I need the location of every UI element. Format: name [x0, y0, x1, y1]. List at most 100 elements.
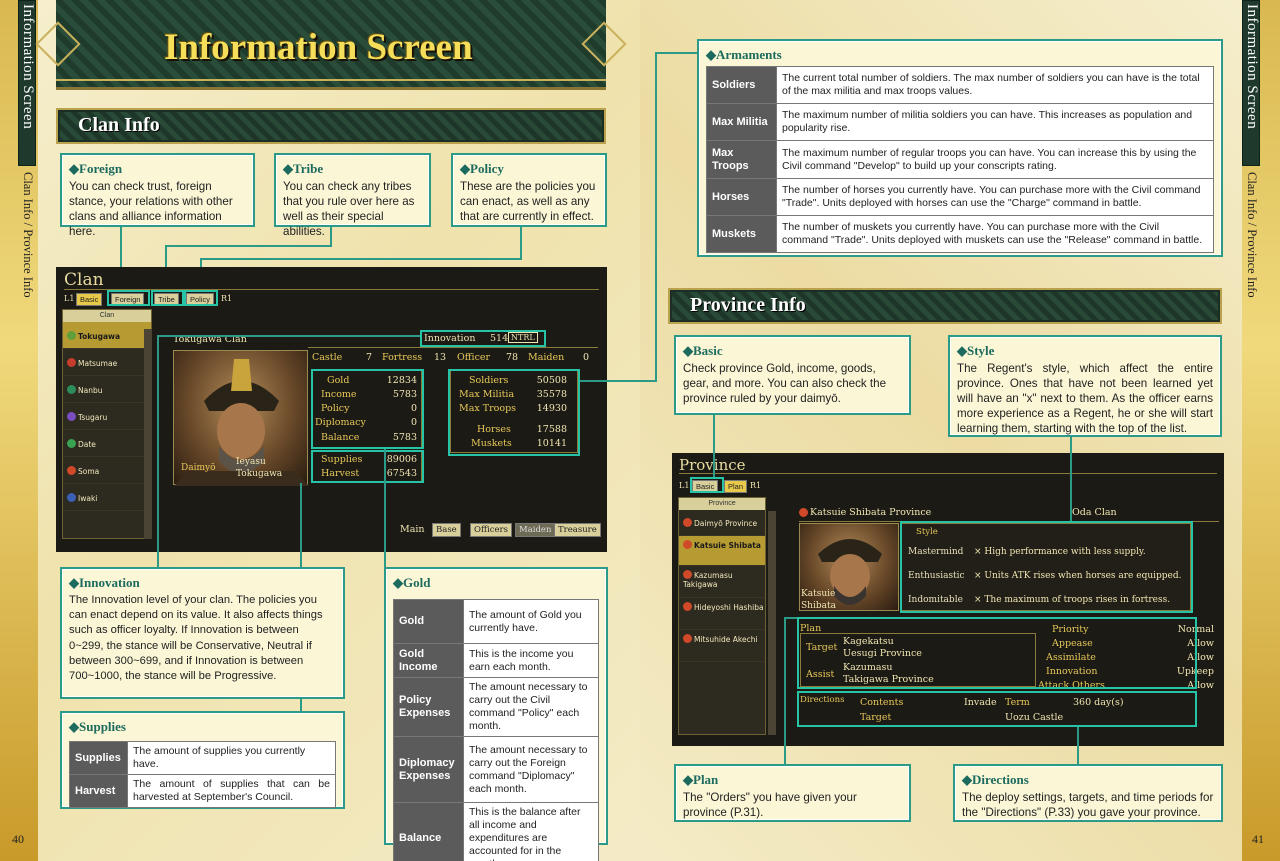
title-banner: Information Screen	[35, 0, 627, 90]
connector-line	[713, 415, 715, 477]
base-button[interactable]: Base	[432, 523, 461, 537]
side-subtitle-left: Clan Info / Province Info	[21, 172, 35, 298]
list-item[interactable]: Kazumasu Takigawa	[679, 566, 765, 598]
clan-crest-icon	[67, 385, 76, 394]
clan-crest-icon	[67, 412, 76, 421]
list-item[interactable]: Nanbu	[63, 376, 151, 403]
clan-screen-title: Clan	[64, 270, 104, 290]
connector-line	[655, 52, 697, 54]
highlight-style	[900, 521, 1193, 613]
note-style: ◆Style The Regent's style, which affect …	[948, 335, 1222, 437]
connector-line	[165, 245, 330, 247]
clan-crest-icon	[799, 508, 808, 517]
maiden-button[interactable]: Maiden	[515, 523, 556, 537]
highlight-tribe	[151, 290, 184, 306]
highlight-plan	[797, 617, 1197, 689]
tab-plan[interactable]: Plan	[724, 480, 748, 493]
highlight-innovation	[420, 330, 546, 347]
connector-line	[157, 335, 159, 567]
connector-line	[1070, 437, 1072, 521]
list-scrollbar[interactable]	[144, 329, 152, 539]
highlight-supplies	[311, 450, 424, 483]
list-item[interactable]: Soma	[63, 457, 151, 484]
clan-crest-icon	[683, 518, 692, 527]
highlight-directions	[797, 691, 1197, 727]
connector-line	[784, 617, 786, 764]
page-number-left: 40	[12, 832, 24, 846]
list-item[interactable]: Tsugaru	[63, 403, 151, 430]
connector-line	[520, 227, 522, 260]
connector-line	[784, 617, 797, 619]
province-screen: Province L1 Basic Plan R1 Province Daimy…	[672, 453, 1224, 746]
clan-list: Clan Tokugawa Matsumae Nanbu Tsugaru Dat…	[62, 309, 152, 539]
clan-crest-icon	[683, 570, 692, 579]
connector-line	[400, 335, 420, 337]
page-number-right: 41	[1252, 832, 1264, 846]
side-tab-right: Information Screen	[1242, 0, 1260, 166]
style-panel: Style Mastermind × High performance with…	[901, 523, 1191, 611]
list-item[interactable]: Mitsuhide Akechi	[679, 630, 765, 662]
clan-crest-icon	[67, 439, 76, 448]
connector-line	[200, 258, 520, 260]
highlight-policy	[184, 290, 218, 306]
list-item[interactable]: Tokugawa	[63, 322, 151, 349]
clan-crest-icon	[67, 358, 76, 367]
clan-crest-icon	[683, 602, 692, 611]
list-item[interactable]: Date	[63, 430, 151, 457]
province-name: Katsuie Shibata Province	[810, 507, 932, 518]
connector-line	[384, 449, 386, 568]
connector-line	[120, 227, 122, 293]
tab-basic[interactable]: Basic	[76, 293, 103, 306]
clan-crest-icon	[67, 466, 76, 475]
note-directions: ◆Directions The deploy settings, targets…	[953, 764, 1223, 822]
section-clan-info: Clan Info	[56, 108, 606, 144]
list-scrollbar[interactable]	[768, 511, 776, 735]
connector-line	[1077, 727, 1079, 764]
clan-crest-icon	[67, 493, 76, 502]
connector-line	[580, 380, 656, 382]
connector-line	[330, 227, 332, 247]
samurai-portrait-icon	[818, 539, 882, 605]
side-tab-left: Information Screen	[18, 0, 36, 166]
samurai-portrait-icon	[174, 359, 309, 486]
province-screen-title: Province	[679, 456, 746, 474]
note-foreign: ◆Foreign You can check trust, foreign st…	[60, 153, 255, 238]
section-province-info: Province Info	[668, 288, 1222, 324]
list-item[interactable]: Hideyoshi Hashiba	[679, 598, 765, 630]
daimyo-portrait	[173, 350, 309, 486]
note-plan: ◆Plan The "Orders" you have given your p…	[674, 764, 911, 822]
highlight-armaments	[448, 369, 580, 456]
treasure-button[interactable]: Treasure	[554, 523, 601, 537]
side-subtitle-right: Clan Info / Province Info	[1245, 172, 1259, 298]
connector-line	[157, 335, 402, 337]
note-basic: ◆Basic Check province Gold, income, good…	[674, 335, 911, 415]
highlight-gold	[311, 369, 424, 449]
stance-badge: NTRL	[508, 332, 538, 343]
list-item[interactable]: Daimyō Province	[679, 510, 765, 536]
page-title: Information Screen	[164, 27, 473, 68]
list-item[interactable]: Katsuie Shibata	[679, 536, 765, 566]
clan-name: Tokugawa Clan	[173, 334, 247, 345]
clan-crest-icon	[683, 634, 692, 643]
note-innovation: ◆Innovation The Innovation level of your…	[60, 567, 345, 699]
plan-panel: Target Kagekatsu Uesugi Province Assist …	[800, 633, 1036, 687]
note-policy: ◆Policy These are the policies you can e…	[451, 153, 607, 227]
highlight-basic	[690, 477, 724, 493]
note-tribe: ◆Tribe You can check any tribes that you…	[274, 153, 431, 238]
officers-button[interactable]: Officers	[470, 523, 512, 537]
list-item[interactable]: Iwaki	[63, 484, 151, 511]
regent-portrait	[799, 523, 899, 611]
list-item[interactable]: Matsumae	[63, 349, 151, 376]
clan-crest-icon	[67, 331, 76, 340]
clan-crest-icon	[683, 540, 692, 549]
highlight-foreign	[107, 290, 150, 306]
connector-line	[655, 52, 657, 382]
province-list: Province Daimyō Province Katsuie Shibata…	[678, 497, 766, 735]
clan-screen: Clan L1 Basic Foreign Tribe Policy R1 Cl…	[56, 267, 607, 552]
